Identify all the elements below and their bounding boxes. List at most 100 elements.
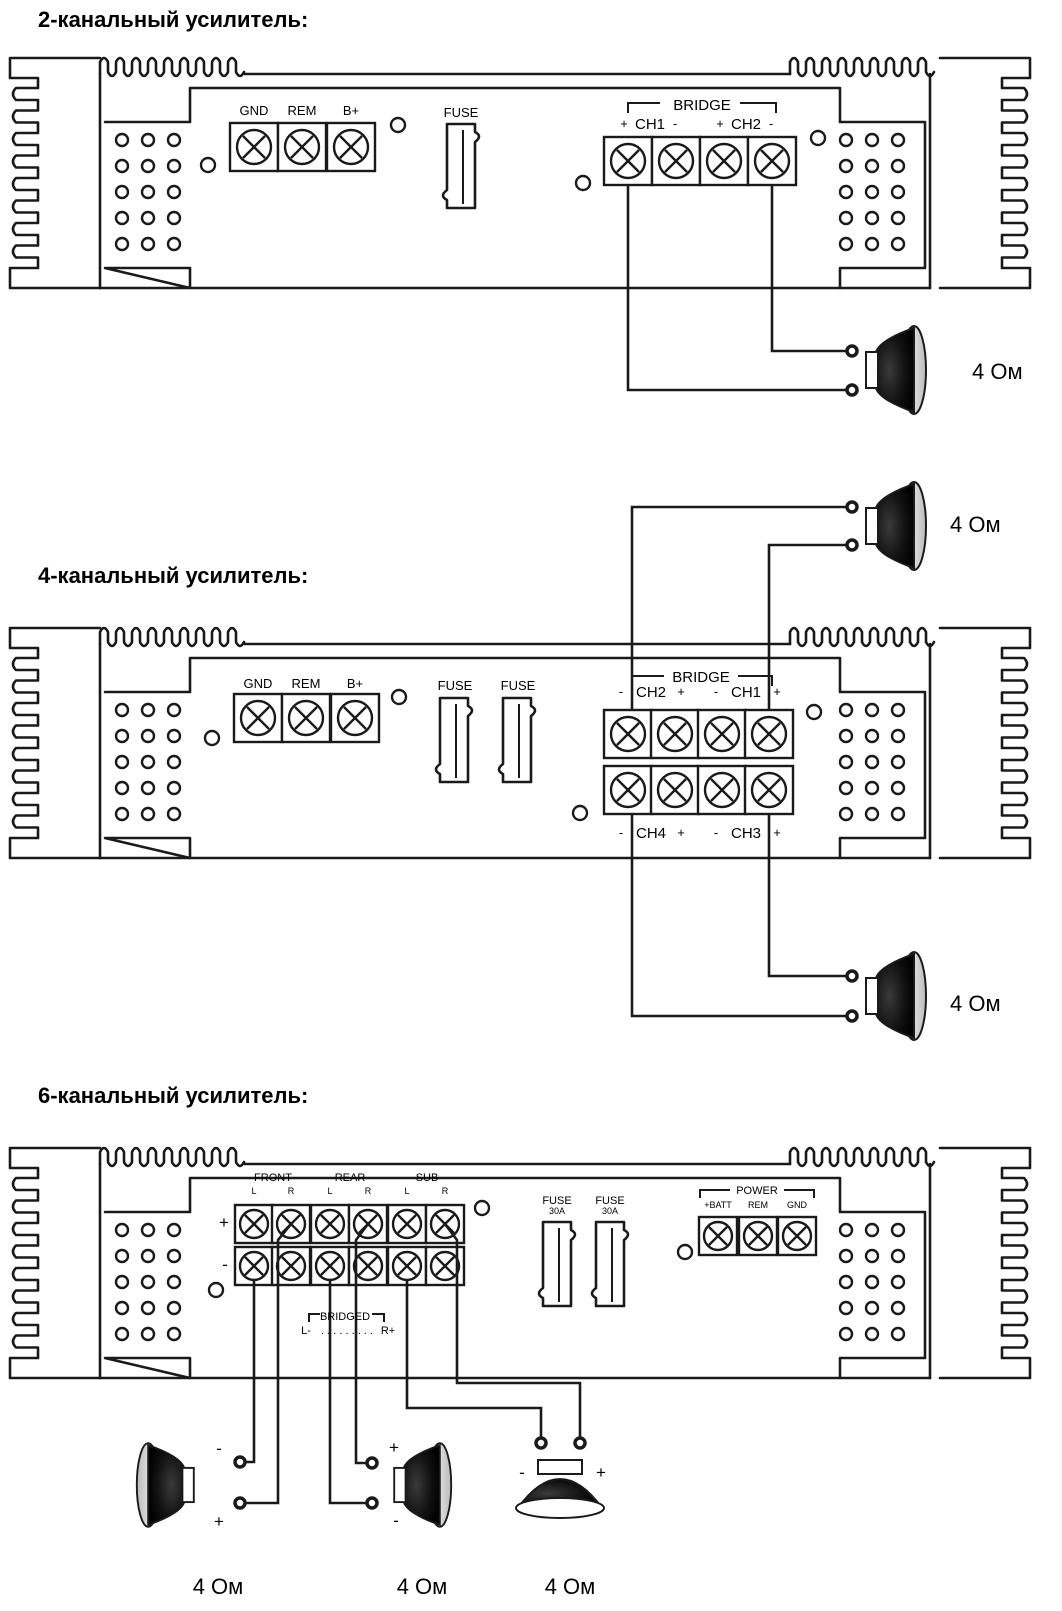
vent-hole: [140, 184, 156, 200]
speaker-load-label: 4 Ом: [972, 359, 1023, 384]
label-fuse: FUSE: [595, 1195, 624, 1207]
label-ch1: CH1: [731, 684, 761, 701]
vent-hole: [864, 236, 880, 252]
mount-hole: [390, 688, 408, 706]
speaker-terminal: [365, 1456, 379, 1470]
vent-hole: [166, 1326, 182, 1342]
vent-hole: [166, 702, 182, 718]
label-fuse: FUSE: [542, 1195, 571, 1207]
top-fins-left: [98, 1146, 246, 1168]
label-plus: +: [716, 116, 724, 131]
vent-hole: [166, 728, 182, 744]
speaker-load-label: 4 Ом: [397, 1574, 448, 1599]
vent-hole: [166, 1274, 182, 1290]
label-power: POWER: [736, 1185, 778, 1197]
vent-hole: [890, 1222, 906, 1238]
label-r: R: [442, 1186, 449, 1196]
label-plus: +: [219, 1213, 229, 1232]
vent-hole: [140, 728, 156, 744]
screw-slot: [290, 135, 314, 159]
mount-hole: [571, 804, 589, 822]
label-ch1: CH1: [635, 116, 665, 133]
screw-slot: [320, 1214, 340, 1234]
label-rem: REM: [748, 1200, 768, 1210]
label-rem: REM: [292, 676, 321, 691]
label-fuse-rating: 30A: [602, 1206, 618, 1216]
label-rear: REAR: [335, 1172, 366, 1184]
vent-hole: [890, 158, 906, 174]
vent-hole: [838, 754, 854, 770]
heatsink-right: [938, 56, 1032, 290]
screw-slot: [663, 722, 687, 746]
title-2ch: 2-канальный усилитель:: [38, 7, 308, 32]
screw-slot: [281, 1256, 301, 1276]
screw-slot: [242, 135, 266, 159]
speaker-wire: [767, 543, 850, 710]
amp-4ch: [8, 481, 1032, 1041]
vent-hole: [864, 1222, 880, 1238]
label-plus: +: [389, 1438, 399, 1457]
label-minus: -: [619, 825, 623, 840]
speaker-cone: [875, 482, 915, 570]
vent-hole: [838, 1222, 854, 1238]
vent-hole: [838, 728, 854, 744]
vent-hole: [890, 806, 906, 822]
speaker-terminal: [845, 383, 859, 397]
vent-hole: [140, 1300, 156, 1316]
labels-6ch: FRONT REAR SUB L R L R L R + - FUSE 30A …: [193, 1172, 808, 1599]
vent-hole: [140, 702, 156, 718]
vent-hole: [140, 1248, 156, 1264]
vent-hole: [166, 236, 182, 252]
speaker-load-label: 4 Ом: [545, 1574, 596, 1599]
screw-slot: [358, 1256, 378, 1276]
vent-hole: [140, 806, 156, 822]
top-fins-left: [98, 56, 246, 78]
vent-hole: [864, 1248, 880, 1264]
screw-slot: [710, 778, 734, 802]
vent-hole: [838, 780, 854, 796]
screw-slot: [616, 149, 640, 173]
power-bracket: [699, 1189, 815, 1198]
label-minus: -: [519, 1463, 525, 1482]
screw-slot: [748, 1226, 768, 1246]
mount-hole: [389, 116, 407, 134]
speaker-wire: [770, 185, 850, 353]
vent-hole: [890, 1300, 906, 1316]
vent-hole: [114, 1326, 130, 1342]
mount-hole: [473, 1199, 491, 1217]
speaker-load-label-bottom: 4 Ом: [950, 991, 1001, 1016]
label-fuse: FUSE: [438, 678, 473, 693]
vent-hole: [166, 184, 182, 200]
top-fins-right: [788, 626, 936, 648]
heatsink-left: [8, 626, 102, 860]
speaker-wire: [405, 1280, 543, 1440]
speaker-cone: [875, 952, 915, 1040]
mount-hole: [199, 156, 217, 174]
vent-hole: [890, 132, 906, 148]
vent-hole: [114, 806, 130, 822]
vent-hole: [838, 1300, 854, 1316]
vent-hole: [890, 702, 906, 718]
speaker-load-label-top: 4 Ом: [950, 512, 1001, 537]
vent-hole: [140, 1222, 156, 1238]
vent-hole: [140, 1274, 156, 1290]
label-l: L: [404, 1186, 409, 1196]
front-panel: [103, 86, 927, 290]
vent-hole: [864, 728, 880, 744]
mount-hole: [207, 1281, 225, 1299]
screw-slot: [397, 1256, 417, 1276]
label-l: L: [251, 1186, 256, 1196]
label-ch3: CH3: [731, 825, 761, 842]
label-gnd: GND: [240, 103, 269, 118]
speaker-icon: [865, 951, 927, 1041]
speaker-magnet: [865, 507, 879, 545]
vent-hole: [166, 210, 182, 226]
label-minus: -: [216, 1439, 222, 1458]
fuse-holder: [434, 696, 474, 784]
speaker-terminal: [534, 1436, 548, 1450]
screw-slot: [244, 1256, 264, 1276]
label-fuse: FUSE: [444, 105, 479, 120]
vent-hole: [140, 132, 156, 148]
speaker-icon: [865, 325, 927, 415]
vent-hole: [838, 1274, 854, 1290]
